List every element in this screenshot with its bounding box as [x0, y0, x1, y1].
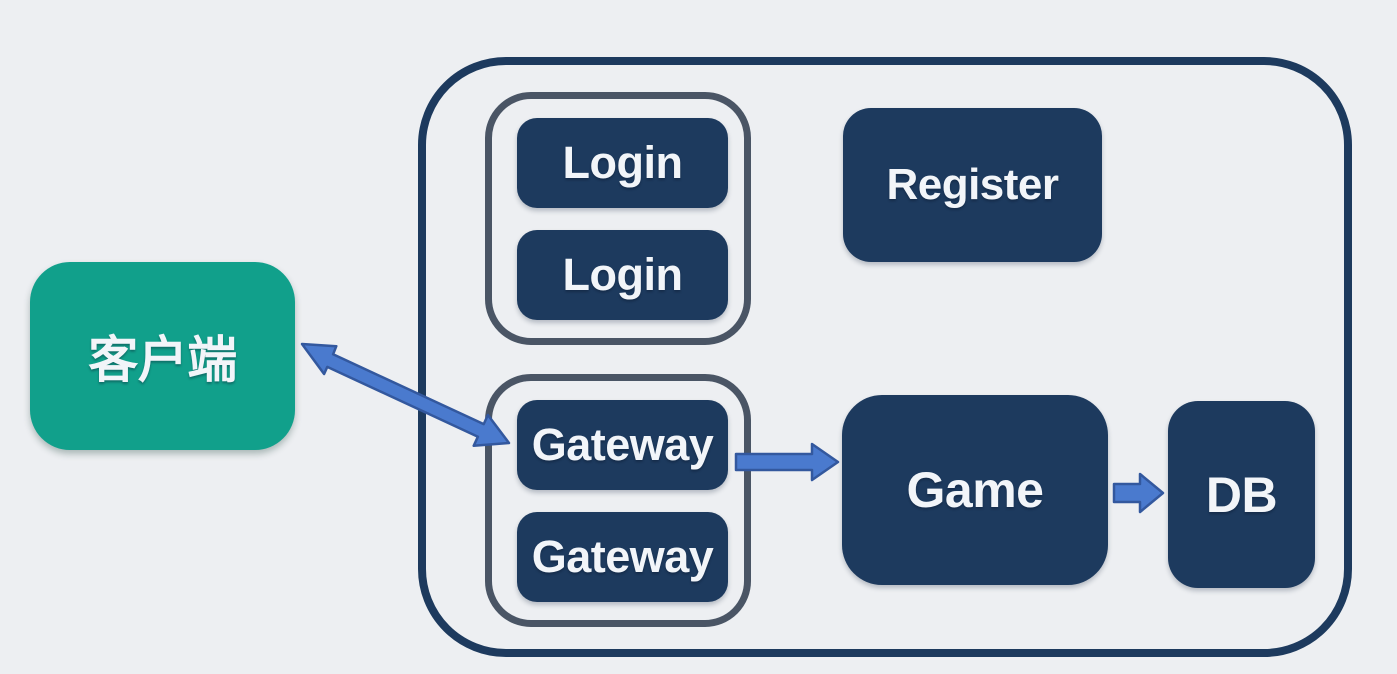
node-gateway-1: Gateway [517, 400, 728, 490]
node-register-label: Register [886, 160, 1059, 209]
node-game: Game [842, 395, 1108, 585]
node-gateway-2: Gateway [517, 512, 728, 602]
node-login-1-label: Login [562, 137, 683, 188]
node-client-label: 客户端 [88, 332, 237, 388]
node-register: Register [843, 108, 1102, 262]
node-game-label: Game [906, 462, 1044, 518]
login-cluster [485, 92, 751, 345]
node-login-1: Login [517, 118, 728, 208]
gateway-cluster [485, 374, 751, 627]
node-gateway-2-label: Gateway [531, 531, 714, 582]
node-client: 客户端 [30, 262, 295, 450]
node-db-label: DB [1205, 466, 1278, 523]
node-gateway-1-label: Gateway [531, 419, 714, 470]
node-db: DB [1168, 401, 1315, 588]
node-login-2-label: Login [562, 249, 683, 300]
node-login-2: Login [517, 230, 728, 320]
